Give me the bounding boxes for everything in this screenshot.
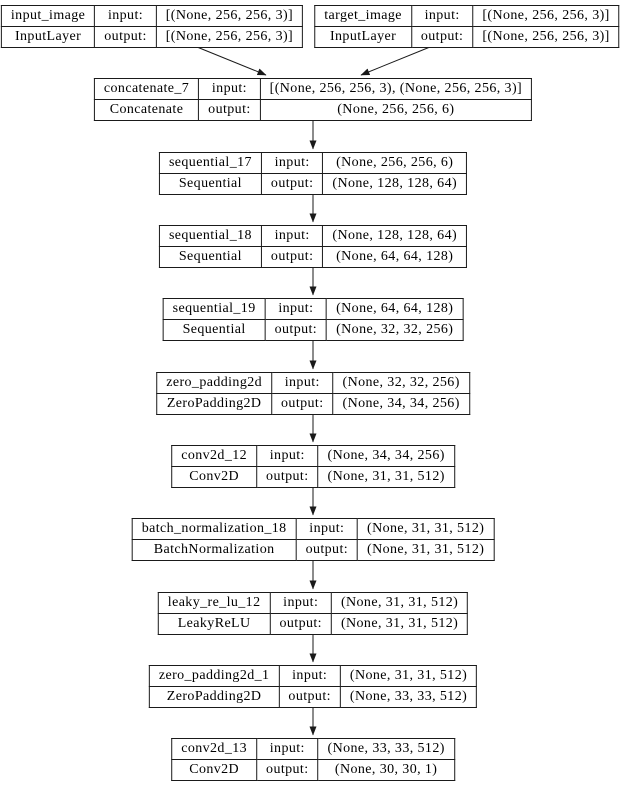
output-label: output: <box>256 466 319 488</box>
output-label: output: <box>260 246 324 268</box>
layer-name: concatenate_7 <box>93 78 200 100</box>
input-label: input: <box>271 372 334 394</box>
input-label: input: <box>94 5 157 27</box>
layer-class: Sequential <box>158 173 262 195</box>
layer-name: zero_padding2d <box>156 372 273 394</box>
output-label: output: <box>410 26 474 48</box>
layer-node-conv2d_12: conv2d_12 input: (None, 34, 34, 256) Con… <box>171 445 455 488</box>
input-shape: [(None, 256, 256, 3)] <box>472 5 620 27</box>
output-label: output: <box>264 319 328 341</box>
layer-class: InputLayer <box>0 26 96 48</box>
layer-name: conv2d_12 <box>171 445 258 467</box>
layer-node-concatenate_7: concatenate_7 input: [(None, 256, 256, 3… <box>93 78 533 121</box>
layer-class: ZeroPadding2D <box>148 686 280 708</box>
layer-class: Concatenate <box>93 99 200 121</box>
input-label: input: <box>410 5 474 27</box>
output-shape: (None, 128, 128, 64) <box>322 173 468 195</box>
input-shape: [(None, 256, 256, 3)] <box>155 5 304 27</box>
output-shape: (None, 256, 256, 6) <box>259 99 533 121</box>
output-shape: (None, 32, 32, 256) <box>326 319 464 341</box>
output-label: output: <box>269 613 332 635</box>
output-shape: (None, 30, 30, 1) <box>317 759 455 781</box>
layer-name: batch_normalization_18 <box>131 518 297 540</box>
input-label: input: <box>260 152 324 174</box>
output-shape: (None, 31, 31, 512) <box>357 539 495 561</box>
output-shape: (None, 64, 64, 128) <box>322 246 468 268</box>
layer-class: BatchNormalization <box>131 539 297 561</box>
output-label: output: <box>256 759 319 781</box>
output-shape: [(None, 256, 256, 3)] <box>155 26 304 48</box>
edge-target_image-to-concatenate_7 <box>360 46 431 76</box>
layer-node-batch_normalization_18: batch_normalization_18 input: (None, 31,… <box>131 518 495 561</box>
layer-node-zero_padding2d_1: zero_padding2d_1 input: (None, 31, 31, 5… <box>148 665 478 708</box>
output-label: output: <box>271 393 334 415</box>
edge-input_image-to-concatenate_7 <box>196 46 267 76</box>
output-label: output: <box>94 26 157 48</box>
input-label: input: <box>295 518 359 540</box>
input-shape: (None, 128, 128, 64) <box>322 225 468 247</box>
input-shape: [(None, 256, 256, 3), (None, 256, 256, 3… <box>259 78 533 100</box>
layer-name: leaky_re_lu_12 <box>157 592 271 614</box>
output-shape: (None, 33, 33, 512) <box>339 686 478 708</box>
output-label: output: <box>295 539 359 561</box>
layer-node-sequential_18: sequential_18 input: (None, 128, 128, 64… <box>158 225 468 268</box>
input-label: input: <box>278 665 341 687</box>
input-shape: (None, 34, 34, 256) <box>317 445 455 467</box>
input-shape: (None, 32, 32, 256) <box>332 372 470 394</box>
layer-node-input_image: input_image input: [(None, 256, 256, 3)]… <box>0 5 304 48</box>
output-shape: [(None, 256, 256, 3)] <box>472 26 620 48</box>
output-shape: (None, 31, 31, 512) <box>330 613 469 635</box>
layer-class: Sequential <box>158 246 262 268</box>
input-label: input: <box>256 738 319 760</box>
layer-node-zero_padding2d: zero_padding2d input: (None, 32, 32, 256… <box>156 372 470 415</box>
layer-name: conv2d_13 <box>171 738 258 760</box>
input-shape: (None, 31, 31, 512) <box>330 592 469 614</box>
layer-name: target_image <box>314 5 412 27</box>
input-shape: (None, 31, 31, 512) <box>339 665 478 687</box>
output-label: output: <box>260 173 324 195</box>
layer-name: sequential_19 <box>162 298 266 320</box>
output-label: output: <box>198 99 261 121</box>
layer-node-sequential_17: sequential_17 input: (None, 256, 256, 6)… <box>158 152 468 195</box>
layer-name: sequential_18 <box>158 225 262 247</box>
layer-node-conv2d_13: conv2d_13 input: (None, 33, 33, 512) Con… <box>171 738 455 781</box>
input-shape: (None, 33, 33, 512) <box>317 738 455 760</box>
input-label: input: <box>264 298 328 320</box>
input-label: input: <box>269 592 332 614</box>
layer-class: InputLayer <box>314 26 412 48</box>
input-label: input: <box>260 225 324 247</box>
output-label: output: <box>278 686 341 708</box>
layer-class: Sequential <box>162 319 266 341</box>
layer-class: Conv2D <box>171 466 258 488</box>
output-shape: (None, 34, 34, 256) <box>332 393 470 415</box>
layer-name: sequential_17 <box>158 152 262 174</box>
layer-class: LeakyReLU <box>157 613 271 635</box>
input-shape: (None, 64, 64, 128) <box>326 298 464 320</box>
layer-name: input_image <box>0 5 96 27</box>
input-shape: (None, 256, 256, 6) <box>322 152 468 174</box>
layer-node-leaky_re_lu_12: leaky_re_lu_12 input: (None, 31, 31, 512… <box>157 592 469 635</box>
input-label: input: <box>256 445 319 467</box>
layer-node-target_image: target_image input: [(None, 256, 256, 3)… <box>314 5 620 48</box>
output-shape: (None, 31, 31, 512) <box>317 466 455 488</box>
layer-class: ZeroPadding2D <box>156 393 273 415</box>
layer-class: Conv2D <box>171 759 258 781</box>
input-shape: (None, 31, 31, 512) <box>357 518 495 540</box>
layer-name: zero_padding2d_1 <box>148 665 280 687</box>
layer-node-sequential_19: sequential_19 input: (None, 64, 64, 128)… <box>162 298 464 341</box>
input-label: input: <box>198 78 261 100</box>
